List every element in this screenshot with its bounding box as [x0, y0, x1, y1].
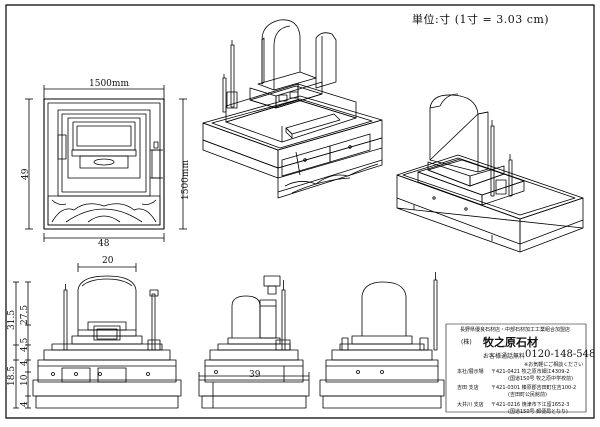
branch-address: 〒421-0301 榛原郡吉田町住吉100-2: [491, 385, 577, 391]
company-box: [445, 323, 587, 413]
front-h-10: 10: [20, 374, 30, 386]
iso-view-right: [396, 93, 584, 253]
branch-name: 本社/展示場: [457, 369, 484, 375]
branch-address: 〒421-0421 牧之原市細江4309-2: [491, 369, 570, 375]
plan-depth-sun: 49: [21, 168, 31, 180]
branch-name: 吉田 支店: [457, 385, 479, 391]
phone-label: お客様通話無料: [483, 353, 526, 360]
company-badge: (株): [461, 339, 472, 346]
branch-address: 〒421-0216 焼津市下江留1652-3: [491, 402, 570, 408]
front-h-4-bottom: 4: [20, 401, 30, 407]
front-h-27-5: 27.5: [20, 304, 30, 325]
iso-view-left: [202, 19, 383, 199]
company-cert: 長野県優良石材店・中部石材加工工業組合加盟店: [460, 327, 571, 333]
front-elevation: [13, 263, 182, 409]
front-top-width: 20: [102, 256, 114, 266]
unit-note: 単位:寸 (1寸 = 3.03 cm): [412, 13, 550, 26]
front-h-4-5: 4.5: [20, 337, 30, 352]
side-width: 39: [249, 370, 261, 380]
company-name: 牧之原石材: [483, 336, 538, 349]
company-phone: 0120-148-548: [525, 349, 596, 360]
front-h-18-5: 18.5: [7, 365, 17, 386]
branch-name: 大井川 支店: [457, 402, 484, 408]
plan-depth-mm: 1500mm: [181, 160, 191, 200]
branch-note: (国道150号 郵便局となり): [508, 409, 568, 415]
side-elevation: [198, 275, 310, 409]
branch-note: (吉田町公民館前): [508, 392, 547, 398]
plan-view: [25, 85, 187, 242]
plan-width-sun: 48: [98, 239, 110, 249]
rear-elevation: [319, 272, 445, 409]
branch-note: (国道150号 牧之原中学校前): [508, 376, 574, 382]
front-h-4: 4: [20, 360, 30, 366]
plan-width-mm: 1500mm: [89, 79, 129, 89]
front-h-31-5: 31.5: [7, 309, 17, 330]
sheet-frame: [5, 4, 595, 419]
phone-note: ※お気軽にご相談ください: [524, 362, 584, 368]
